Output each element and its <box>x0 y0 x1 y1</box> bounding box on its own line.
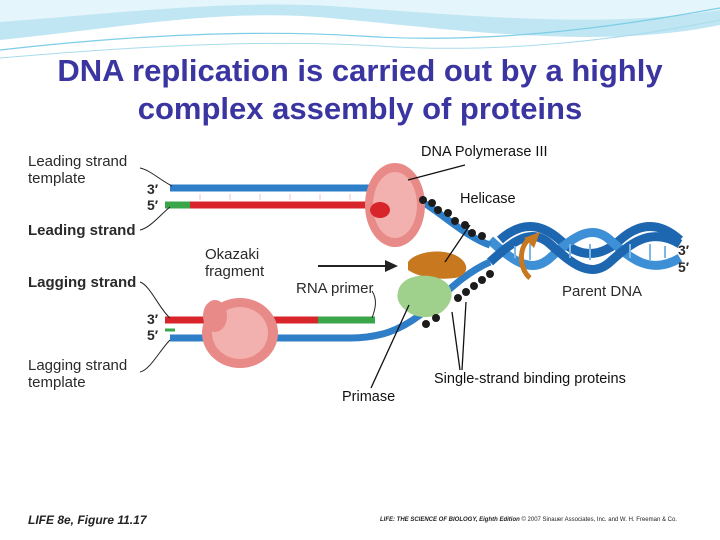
book-title: LIFE: THE SCIENCE OF BIOLOGY, Eighth Edi… <box>380 517 520 523</box>
label-lagging-strand-template: Lagging strand template <box>28 357 128 391</box>
callout-line-polymerase <box>407 164 466 181</box>
label-3-prime-top: 3′ <box>147 181 159 197</box>
leader-lagging-strand <box>139 281 171 319</box>
callout-single-strand-binding-proteins: Single-strand binding proteins <box>434 371 626 387</box>
slide-title: DNA replication is carried out by a high… <box>57 53 663 126</box>
label-parent-dna: Parent DNA <box>562 283 643 300</box>
label-okazaki-fragment: Okazaki fragment <box>205 246 265 280</box>
primase-protein <box>397 275 452 318</box>
label-leading-strand-template: Leading strand template <box>28 153 128 187</box>
leader-leading-template <box>139 167 173 187</box>
callout-line-ssb-2 <box>461 301 467 371</box>
label-rna-primer: RNA primer <box>296 280 374 297</box>
callout-line-primase <box>370 304 410 389</box>
copyright-line: LIFE: THE SCIENCE OF BIOLOGY, Eighth Edi… <box>380 517 677 523</box>
leader-lagging-template <box>139 339 171 373</box>
leader-rna-primer <box>371 290 376 319</box>
rotation-arrow <box>519 238 532 280</box>
leading-template-strand <box>170 184 492 249</box>
copyright-text: © 2007 Sinauer Associates, Inc. and W. H… <box>521 517 677 523</box>
leader-leading-strand <box>139 206 171 231</box>
figure-reference: LIFE 8e, Figure 11.17 <box>28 513 147 527</box>
callout-dna-polymerase-iii: DNA Polymerase III <box>421 144 548 160</box>
callout-helicase: Helicase <box>460 191 516 207</box>
dna-polymerase-top <box>365 163 425 247</box>
helicase-protein <box>408 251 467 279</box>
label-leading-strand: Leading strand <box>28 222 136 239</box>
dna-polymerase-bottom <box>202 298 278 368</box>
label-5-prime-right: 5′ <box>678 259 690 275</box>
ssb-proteins <box>419 196 494 328</box>
label-3-prime-bottom: 3′ <box>147 311 159 327</box>
label-5-prime-bottom: 5′ <box>147 327 159 343</box>
label-5-prime-top: 5′ <box>147 197 159 213</box>
callout-primase: Primase <box>342 389 396 405</box>
label-3-prime-right: 3′ <box>678 242 690 258</box>
callout-line-ssb-1 <box>451 311 461 371</box>
label-lagging-strand: Lagging strand <box>28 274 137 291</box>
header-wave-decoration <box>0 0 720 59</box>
callout-line-helicase <box>444 224 471 263</box>
